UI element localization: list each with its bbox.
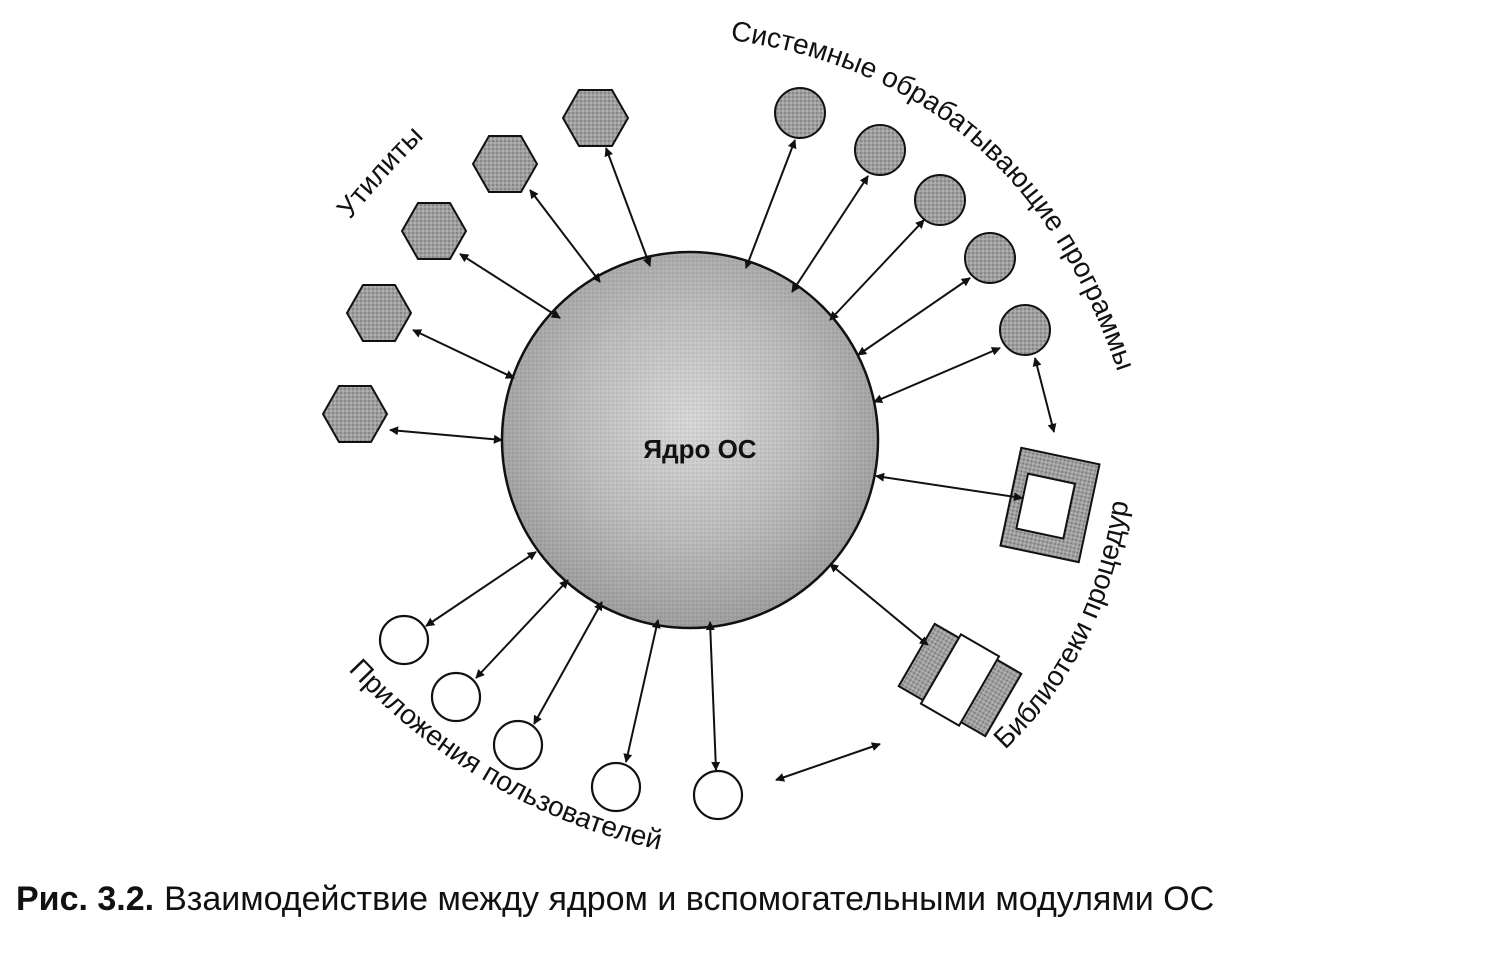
- system-program-circle: [914, 174, 966, 226]
- arrow-sysprog-5: [873, 347, 1001, 403]
- utility-hexagon: [471, 135, 539, 193]
- user-app-circle: [492, 719, 544, 771]
- user-app-circle: [430, 671, 482, 723]
- arrow-library-app: [775, 742, 881, 782]
- arrow-utility-2: [529, 189, 601, 283]
- system-programs-group: [774, 87, 1051, 356]
- utility-hexagon: [561, 89, 630, 147]
- kernel-label: Ядро ОС: [643, 434, 756, 464]
- arrow-utility-5: [389, 426, 503, 444]
- system-program-circle: [999, 304, 1051, 356]
- arrow-sysprog-4: [857, 277, 971, 356]
- arrow-sysprog-library: [1032, 357, 1057, 433]
- kernel-texture: [504, 254, 876, 626]
- label-utilities-path: Утилиты: [331, 120, 429, 224]
- arrow-app-1: [425, 551, 537, 627]
- arrow-app-5: [705, 621, 721, 771]
- utility-hexagon: [400, 202, 468, 260]
- arrow-app-4: [623, 619, 661, 763]
- figure-caption: Рис. 3.2.Взаимодействие между ядром и вс…: [16, 880, 1486, 919]
- arrow-library-2: [829, 563, 929, 646]
- library-1: [999, 446, 1101, 564]
- user-app-circle: [378, 614, 430, 666]
- utility-hexagon: [321, 385, 389, 443]
- label-utilities: Утилиты: [331, 120, 429, 224]
- system-program-circle: [964, 232, 1016, 284]
- arrow-sysprog-1: [744, 139, 797, 269]
- figure-number: Рис. 3.2.: [16, 880, 155, 918]
- arrow-utility-1: [604, 147, 652, 267]
- system-program-circle: [774, 87, 826, 139]
- arrow-library-1: [875, 472, 1023, 502]
- user-app-circle: [692, 769, 744, 821]
- user-app-circle: [590, 761, 642, 813]
- library-2: [897, 622, 1023, 738]
- arrow-sysprog-3: [829, 219, 925, 321]
- arrow-sysprog-2: [791, 175, 869, 293]
- connections: [389, 139, 1057, 782]
- utility-hexagon: [345, 284, 413, 342]
- arrow-app-3: [533, 601, 603, 725]
- arrow-utility-4: [412, 329, 515, 379]
- utilities-group: [321, 89, 630, 443]
- system-program-circle: [854, 124, 906, 176]
- arrow-app-2: [475, 579, 569, 679]
- user-apps-group: [378, 614, 744, 821]
- diagram-canvas: Ядро ОС: [321, 15, 1141, 856]
- figure-caption-text: Взаимодействие между ядром и вспомогател…: [164, 880, 1215, 918]
- arrow-utility-3: [459, 253, 561, 319]
